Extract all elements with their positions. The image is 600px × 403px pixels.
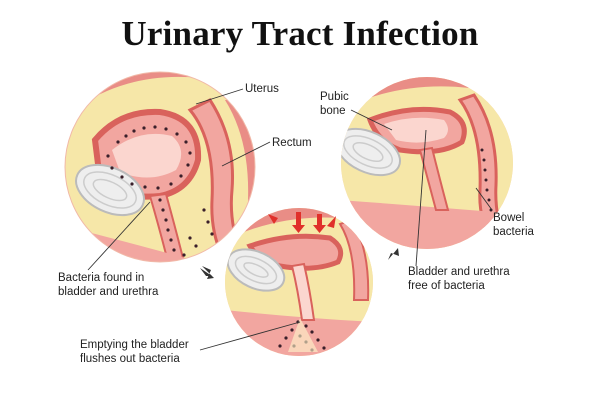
anatomy-circle-clear: [341, 77, 513, 249]
bowel-bacteria-dots: [480, 148, 493, 212]
bacteria-found-label: Bacteria found in bladder and urethra: [58, 272, 159, 298]
pressure-arrows: [268, 212, 336, 233]
bowel-bacteria-label: Bowel bacteria: [493, 212, 534, 238]
page-title: Urinary Tract Infection: [121, 14, 479, 53]
emptying-label: Emptying the bladder flushes out bacteri…: [80, 339, 189, 365]
free-of-bacteria-label: Bladder and urethra free of bacteria: [408, 266, 510, 292]
rectum-label: Rectum: [272, 137, 312, 149]
leader-lines: [87, 88, 493, 351]
anatomy-circle-emptying: [225, 208, 373, 356]
pubic-bone-label: Pubic bone: [320, 91, 349, 117]
flow-arrow-to-clear: [388, 248, 399, 260]
flow-arrow-to-emptying: [200, 266, 214, 279]
anatomy-circle-infected: [64, 71, 256, 263]
uterus-label: Uterus: [245, 83, 279, 95]
